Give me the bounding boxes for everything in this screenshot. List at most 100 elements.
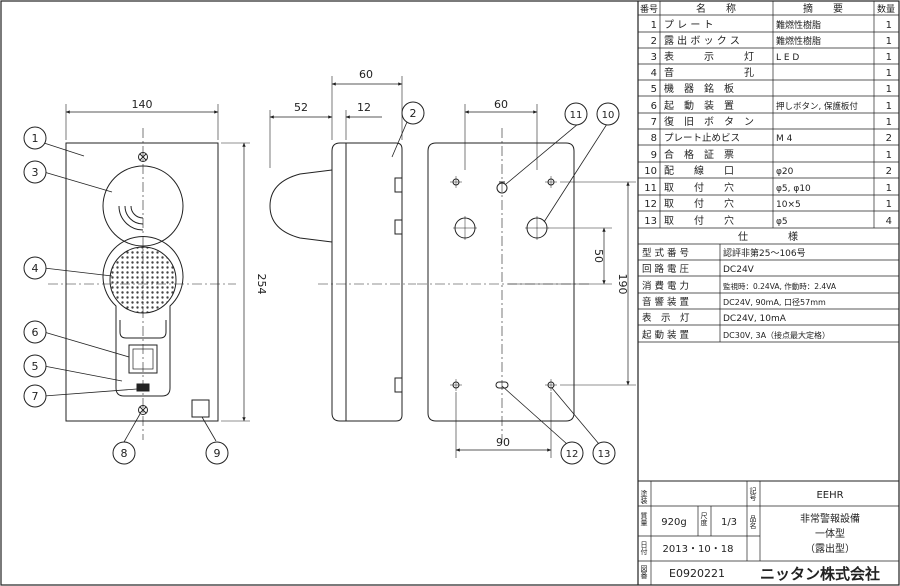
part-no: 4 — [651, 68, 657, 79]
part-spec: L E D — [776, 53, 799, 63]
part-name: 取 付 穴 — [664, 197, 734, 210]
part-spec: φ5, φ10 — [776, 184, 811, 194]
part-qty: 1 — [886, 52, 892, 63]
part-qty: 2 — [886, 133, 892, 144]
part-no: 11 — [644, 183, 657, 194]
part-name: 復 旧 ボ タ ン — [664, 115, 754, 128]
part-no: 3 — [651, 52, 657, 63]
start-button — [128, 344, 158, 374]
part-qty: 4 — [886, 216, 892, 227]
part-qty: 1 — [886, 150, 892, 161]
surface-box — [331, 142, 403, 422]
part-name: 取 付 穴 — [664, 181, 734, 194]
part-spec: 押しボタン, 保護板付 — [776, 101, 858, 112]
dim-back-height: 190 — [616, 274, 629, 295]
callout-5: 5 — [32, 360, 39, 373]
callout-2: 2 — [410, 107, 417, 120]
keyhole-icon — [496, 182, 508, 194]
spec-value: 認評非第25～106号 — [723, 247, 806, 259]
callout-9: 9 — [214, 447, 221, 460]
dim-back-bottom: 90 — [496, 436, 510, 449]
spec-label: 起 動 装 置 — [642, 329, 689, 341]
spec-value: DC24V, 90mA, 口径57mm — [723, 297, 826, 307]
part-name: 取 付 穴 — [664, 214, 734, 227]
lamp-arc-icon — [130, 205, 144, 219]
part-qty: 1 — [886, 199, 892, 210]
side-view — [269, 76, 416, 422]
callout-1: 1 — [32, 132, 39, 145]
spec-value: DC24V, 10mA — [723, 314, 787, 324]
header-name: 名 称 — [696, 2, 736, 15]
dim-back-top: 60 — [494, 98, 508, 111]
part-spec: φ20 — [776, 167, 794, 177]
callout-13: 13 — [598, 449, 611, 460]
dim-side-depth: 60 — [359, 68, 373, 81]
callout-10: 10 — [602, 110, 615, 121]
dim-front-width: 140 — [132, 98, 153, 111]
front-plate — [65, 142, 219, 422]
spec-value: 監視時：0.24VA, 作動時：2.4VA — [723, 281, 837, 291]
certification-label — [191, 399, 210, 418]
callout-6: 6 — [32, 326, 39, 339]
callout-7: 7 — [32, 390, 39, 403]
spec-label: 表 示 灯 — [642, 312, 690, 324]
spec-value: DC30V, 3A（接点最大定格） — [723, 330, 830, 340]
part-name: 機 器 銘 板 — [664, 82, 734, 95]
dim-side-lamp: 52 — [294, 101, 308, 114]
drawing-label: 図番 — [640, 565, 648, 580]
part-spec: φ5 — [776, 217, 788, 227]
spec-label: 音 響 装 置 — [642, 296, 689, 308]
part-no: 10 — [644, 166, 657, 177]
mass-label: 質量 — [640, 511, 648, 526]
part-spec: 10×5 — [776, 200, 801, 210]
part-name: 露 出 ボ ッ ク ス — [664, 34, 740, 47]
parts-table — [637, 1, 899, 585]
company-name: ニッタン株式会社 — [760, 565, 880, 583]
name-line3: （露出型） — [805, 542, 855, 555]
part-qty: 1 — [886, 101, 892, 112]
header-spec: 摘 要 — [803, 2, 843, 15]
mark-value: EEHR — [816, 490, 843, 501]
spec-value: DC24V — [723, 265, 755, 275]
part-no: 2 — [651, 36, 657, 47]
part-qty: 1 — [886, 36, 892, 47]
callout-12: 12 — [566, 449, 579, 460]
sound-hole-grille — [109, 246, 177, 314]
date-label: 日付 — [640, 541, 648, 556]
slot-hole-icon — [495, 381, 509, 389]
date-value: 2013・10・18 — [663, 544, 734, 555]
name-line1: 非常警報設備 — [800, 512, 860, 525]
front-view — [48, 104, 250, 440]
indicator-lamp — [102, 165, 184, 247]
name-line2: 一体型 — [815, 527, 845, 540]
callout-3: 3 — [32, 166, 39, 179]
coat-label: 塗装 — [640, 489, 648, 505]
part-qty: 1 — [886, 183, 892, 194]
callout-11: 11 — [570, 110, 583, 121]
scale-value: 1/3 — [721, 517, 737, 528]
part-qty: 1 — [886, 20, 892, 31]
part-spec: 難燃性樹脂 — [776, 19, 821, 31]
part-no: 5 — [651, 84, 657, 95]
part-no: 13 — [644, 216, 657, 227]
header-no: 番号 — [640, 3, 658, 15]
part-no: 8 — [651, 133, 657, 144]
back-panel — [427, 142, 575, 422]
spec-label: 回 路 電 圧 — [642, 263, 690, 275]
dim-back-mid: 50 — [592, 249, 605, 263]
callouts — [43, 121, 608, 445]
part-name: 合 格 証 票 — [664, 148, 734, 161]
part-name: 起 動 装 置 — [664, 99, 734, 112]
part-spec: M 4 — [776, 134, 793, 144]
part-name: プレート止めビス — [664, 132, 740, 144]
callout-4: 4 — [32, 262, 39, 275]
part-no: 7 — [651, 117, 657, 128]
scale-label: 尺度 — [700, 512, 708, 527]
name-label: 品名 — [749, 515, 757, 530]
callout-labels: 1 2 3 4 5 6 7 8 9 10 11 12 13 — [32, 107, 615, 460]
spec-label: 型 式 番 号 — [642, 247, 689, 259]
reset-button — [136, 383, 150, 392]
mass-value: 920g — [661, 517, 686, 528]
part-name: 配 線 口 — [664, 164, 734, 177]
